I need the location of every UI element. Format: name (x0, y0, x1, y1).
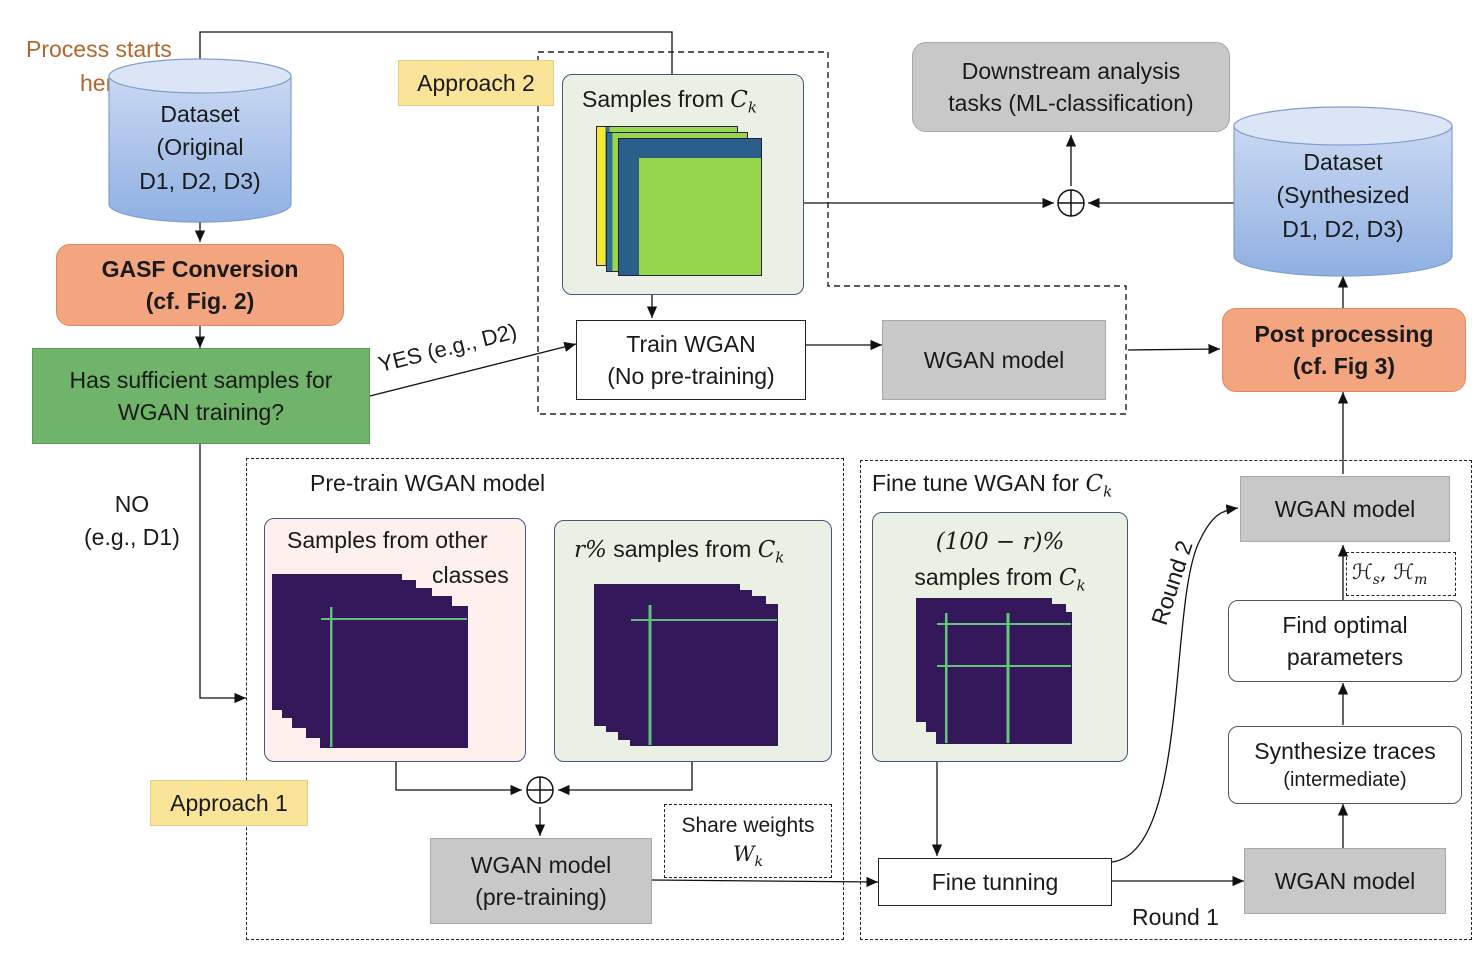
find-optimal-box: Find optimal parameters (1228, 600, 1462, 682)
decision-box: Has sufficient samples for WGAN training… (32, 348, 370, 444)
fine-tunning-box: Fine tunning (878, 858, 1112, 906)
round1-label: Round 1 (1132, 904, 1219, 930)
finetune-outline (860, 460, 1472, 940)
approach1-outline (246, 458, 844, 940)
share-weights-box (664, 804, 832, 878)
hyperparam-box (1346, 552, 1456, 596)
right-wgan-model-top: WGAN model (1240, 476, 1450, 542)
finetune-title: Fine tune WGAN for Ck (872, 470, 1113, 501)
heatmap-oc-5 (320, 606, 468, 748)
approach2-samples-label: Samples from Ck (582, 86, 757, 117)
other-classes-label-2: classes (432, 562, 509, 588)
pretrain-title: Pre-train WGAN model (310, 470, 546, 496)
approach1-tag: Approach 1 (150, 780, 308, 826)
oplus-top (1057, 189, 1085, 217)
gasf-conversion: GASF Conversion (cf. Fig. 2) (56, 244, 344, 326)
finetune-samples-line1: (100 − r)% (935, 529, 1065, 555)
dataset-original-text: Dataset (Original D1, D2, D3) (139, 101, 261, 194)
downstream-box: Downstream analysis tasks (ML-classifica… (912, 42, 1230, 132)
r-samples-label: r% samples from Ck (574, 536, 785, 567)
other-classes-label-1: Samples from other (287, 527, 488, 553)
heatmap-r-4 (630, 604, 778, 746)
post-processing-box: Post processing (cf. Fig 3) (1222, 308, 1466, 392)
oplus-bottom (526, 776, 554, 804)
synthesize-traces-box: Synthesize traces (intermediate) (1228, 726, 1462, 804)
approach2-outline (537, 51, 1127, 415)
train-wgan-box: Train WGAN (No pre-training) (576, 320, 806, 400)
process-start-label: Process starts (26, 36, 172, 62)
approach2-wgan-model: WGAN model (882, 320, 1106, 400)
dataset-synth-text: Dataset (Synthesized D1, D2, D3) (1276, 149, 1410, 242)
dataset-original-cylinder (108, 58, 292, 223)
finetune-samples-line2: samples from Ck (914, 564, 1086, 595)
heatmap-ft-3 (936, 612, 1072, 744)
no-label: NO (e.g., D1) (84, 491, 180, 551)
right-wgan-model-bottom: WGAN model (1244, 848, 1446, 914)
approach2-tag: Approach 2 (398, 60, 554, 106)
hyperparam-label: ℋs, ℋm (1352, 560, 1428, 589)
dataset-synth-cylinder (1233, 106, 1453, 277)
pretraining-wgan-model: WGAN model (pre-training) (430, 838, 652, 924)
heatmap-a2-3 (618, 138, 762, 276)
share-weights-label: Share weights Wk (681, 814, 815, 871)
